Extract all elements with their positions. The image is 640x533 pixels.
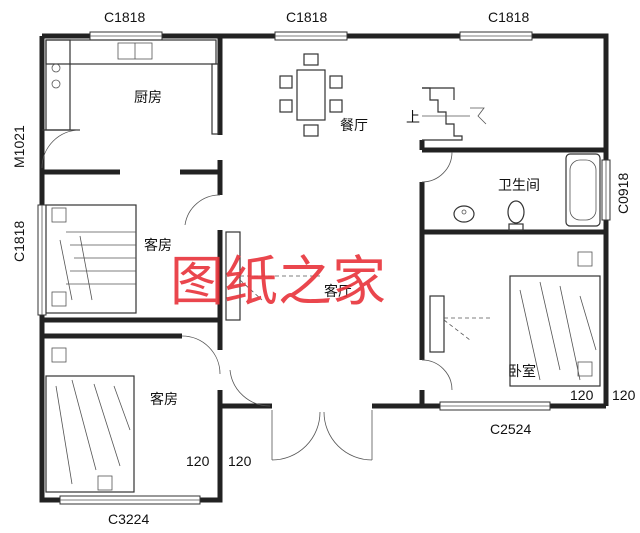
room-label-kitchen: 厨房 — [134, 90, 162, 106]
stair — [422, 87, 487, 141]
toilet — [507, 200, 525, 231]
bedroom-bed — [509, 251, 601, 387]
room-label-bedroom: 卧室 — [508, 363, 536, 380]
windows — [37, 31, 611, 505]
room-label-guest-lower: 客房 — [150, 391, 178, 408]
kitchen-counter — [45, 39, 219, 135]
window-label-bottom-right: C2524 — [490, 421, 531, 437]
washbasin — [453, 205, 475, 223]
watermark: 图纸之家 — [170, 250, 386, 313]
door-label-left-kitchen: M1021 — [11, 125, 27, 168]
dimension-label-4: 120 — [612, 387, 636, 403]
guest-bed-upper — [45, 204, 137, 314]
interior-walls — [42, 36, 606, 406]
room-label-dining: 餐厅 — [340, 118, 368, 134]
dining-table — [279, 53, 343, 137]
room-label-bathroom: 卫生间 — [498, 178, 540, 194]
window-label-top-right: C1818 — [488, 9, 529, 25]
dimension-label-3: 120 — [570, 387, 594, 403]
room-label-guest-upper: 客房 — [144, 237, 172, 254]
room-label-living: 客厅 — [324, 283, 352, 300]
stair-up-label: 上 — [406, 110, 420, 126]
dimension-label-1: 120 — [186, 453, 210, 469]
guest-bed-lower — [45, 347, 135, 493]
window-label-top-middle: C1818 — [286, 9, 327, 25]
window-label-top-left: C1818 — [104, 9, 145, 25]
tv-cabinet-bedroom — [429, 295, 490, 353]
window-label-right-bath: C0918 — [615, 173, 631, 214]
bathtub — [565, 153, 601, 227]
dimension-label-2: 120 — [228, 453, 252, 469]
tv-cabinet-living — [225, 231, 320, 321]
window-label-left-mid: C1818 — [11, 221, 27, 262]
window-label-bottom-left: C3224 — [108, 511, 149, 527]
